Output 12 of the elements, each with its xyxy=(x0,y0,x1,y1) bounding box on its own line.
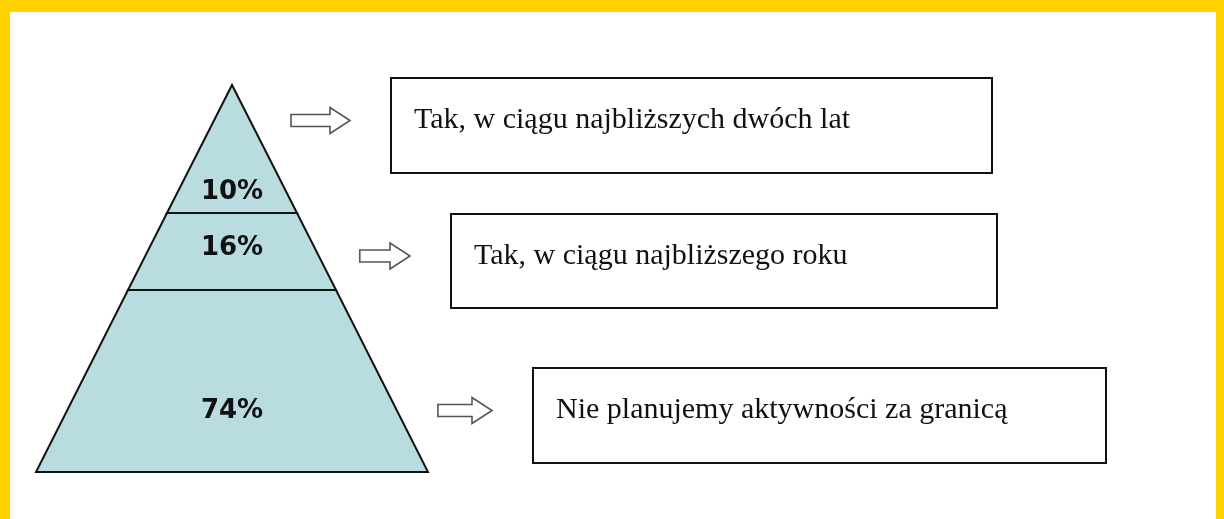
option-text: Nie planujemy aktywności za granicą xyxy=(556,391,1008,425)
option-text: Tak, w ciągu najbliższego roku xyxy=(474,237,848,271)
option-box xyxy=(532,367,1107,464)
block-arrow xyxy=(290,106,352,135)
option-box xyxy=(390,77,993,174)
percentage-label: 10% xyxy=(200,175,264,205)
block-arrow xyxy=(437,396,494,425)
block-arrow xyxy=(358,241,412,271)
option-text: Tak, w ciągu najbliższych dwóch lat xyxy=(414,101,851,135)
percentage-label: 74% xyxy=(200,394,264,424)
percentage-label: 16% xyxy=(200,231,264,261)
option-box xyxy=(450,213,998,309)
